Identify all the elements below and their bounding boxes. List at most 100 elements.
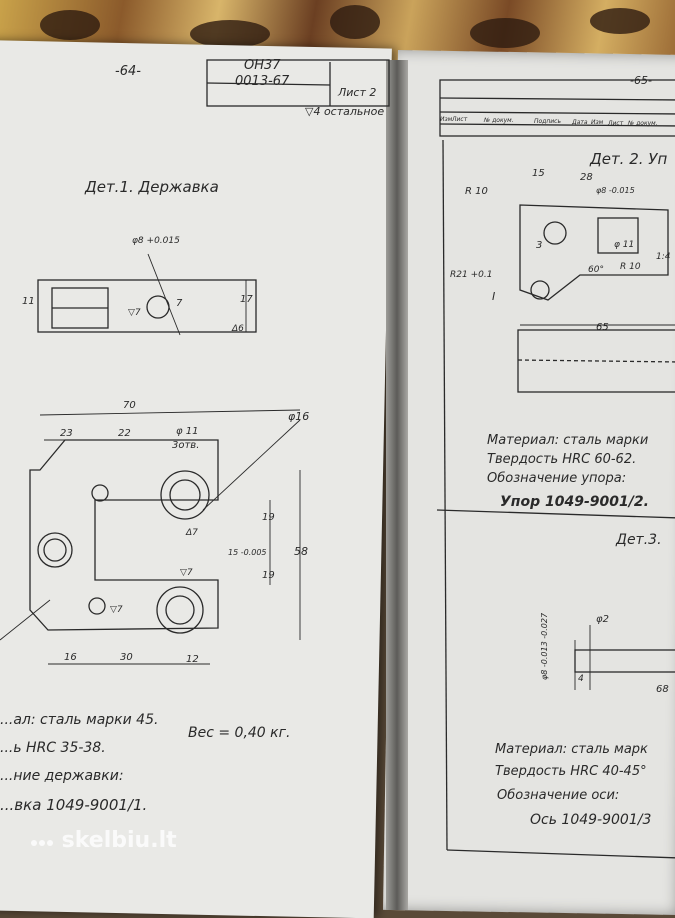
p2-dim65: 65 <box>596 322 609 333</box>
dim-7: 7 <box>176 298 183 309</box>
right-page-number: -65- <box>630 74 652 87</box>
table-header: Изм <box>440 116 453 123</box>
leader-line <box>0 599 51 641</box>
part1-title: Дет.1. Державка <box>85 178 219 196</box>
dim-15: 15 -0.005 <box>228 548 267 557</box>
table-header: № докум. <box>484 117 514 124</box>
plan-hole-cbore-bottom <box>156 586 204 634</box>
dim-19b: 19 <box>262 570 275 581</box>
fabric-spot <box>330 5 380 39</box>
top-view-outline <box>37 279 257 333</box>
p2-dim4: 1:4 <box>656 252 671 262</box>
divider-line <box>436 509 675 519</box>
table-row-line <box>439 123 675 127</box>
part2-hidden-line <box>517 359 675 363</box>
table-row-line <box>439 111 675 115</box>
part2-slot <box>597 217 639 254</box>
p3-material: Материал: сталь марк <box>495 742 648 757</box>
table-header: Дата <box>572 119 588 126</box>
table-header: Лист <box>608 120 624 127</box>
spec-material: ...ал: сталь марки 45. <box>0 712 159 728</box>
p2-hardness: Твердость HRC 60-62. <box>487 452 637 467</box>
p2-r10: R 10 <box>465 186 488 197</box>
p3-hardness: Твердость HRC 40-45° <box>495 764 647 779</box>
part3-title: Дет.3. <box>616 532 662 548</box>
hole-count: 3отв. <box>172 440 200 451</box>
dia-label: φ8 +0.015 <box>132 236 180 246</box>
plan-view-outline <box>29 439 219 631</box>
rough-a: ▽7 <box>180 568 193 578</box>
fabric-spot <box>470 18 540 48</box>
table-header: Изм <box>591 119 604 126</box>
p3-dia2: φ2 <box>596 614 609 625</box>
p3-dia8: φ8 -0.013 -0.027 <box>540 612 549 680</box>
dim-30: 30 <box>120 652 133 663</box>
hole-label: φ 11 <box>176 426 199 437</box>
watermark-text: skelbiu.lt <box>61 828 177 853</box>
left-page-number: -64- <box>115 64 141 79</box>
page-border-line <box>442 139 448 851</box>
table-header: № докум. <box>628 120 658 127</box>
dim-58: 58 <box>294 545 308 558</box>
leader-line <box>147 253 181 336</box>
p2-dim28: 28 <box>580 172 593 183</box>
dim-17: 17 <box>240 294 253 305</box>
stamp-sheet: Лист 2 <box>338 86 377 99</box>
part2-hole <box>543 221 567 245</box>
dim-16: 16 <box>64 652 77 663</box>
plan-hole-small <box>91 484 109 502</box>
dim-line-70 <box>39 409 301 416</box>
watermark: skelbiu.lt <box>30 828 177 853</box>
rough-top: ▽7 <box>128 308 141 318</box>
stamp-code1: ОН37 <box>244 58 281 73</box>
page-border-line <box>446 849 675 859</box>
dia-16: φ16 <box>288 410 310 423</box>
dim-19a: 19 <box>262 512 275 523</box>
watermark-logo-icon <box>30 828 54 853</box>
fabric-spot <box>40 10 100 40</box>
p2-r21: R21 +0.1 <box>450 270 493 280</box>
p3-dim4: 4 <box>578 674 584 684</box>
table-row-line <box>439 97 675 101</box>
p2-r10b: R 10 <box>620 262 641 272</box>
plan-hole-inner <box>43 538 67 562</box>
spec-weight: Вес = 0,40 кг. <box>188 725 291 741</box>
plan-hole-cbore-top-inner <box>169 479 201 511</box>
roughness-note: ▽4 остальное <box>305 105 385 118</box>
p3-designation: Ось 1049-9001/3 <box>530 812 652 828</box>
delta-mark: Δ6 <box>232 324 244 334</box>
p3-dim68: 68 <box>656 684 669 695</box>
p2-dim1: I <box>492 290 496 303</box>
p2-material: Материал: сталь марки <box>487 433 649 448</box>
dim-11: 11 <box>22 296 35 307</box>
dim-70: 70 <box>123 400 136 411</box>
part2-title: Дет. 2. Уп <box>590 150 668 168</box>
p2-dim3: 3 <box>536 240 543 251</box>
p2-designation: Упор 1049-9001/2. <box>500 494 649 510</box>
rough-c: Δ7 <box>186 528 198 538</box>
p2-dim15: 15 <box>532 168 545 179</box>
dim-12: 12 <box>186 654 199 665</box>
plan-hole-cbore-bottom-inner <box>165 595 195 625</box>
book-gutter <box>386 60 408 910</box>
stamp-line <box>206 82 331 86</box>
spec-designation: ...вка 1049-9001/1. <box>0 796 148 814</box>
fabric-spot <box>590 8 650 34</box>
p2-dia8: φ8 -0.015 <box>596 186 635 195</box>
table-header: Подпись <box>534 118 561 125</box>
fabric-spot <box>190 20 270 48</box>
part2-side-view <box>517 329 675 393</box>
p3-designation-label: Обозначение оси: <box>497 788 620 803</box>
p2-angle: 60° <box>588 265 604 275</box>
p2-designation-label: Обозначение упора: <box>487 471 627 486</box>
part2-arc <box>530 280 550 300</box>
table-header: Лист <box>452 116 468 123</box>
plan-hole-large-left <box>37 532 73 568</box>
plan-hole-cbore-top <box>160 470 210 520</box>
rough-b: ▽7 <box>110 605 123 615</box>
title-table <box>439 79 675 137</box>
plan-hole-small <box>88 597 106 615</box>
stamp-code2: 0013-67 <box>235 74 290 89</box>
